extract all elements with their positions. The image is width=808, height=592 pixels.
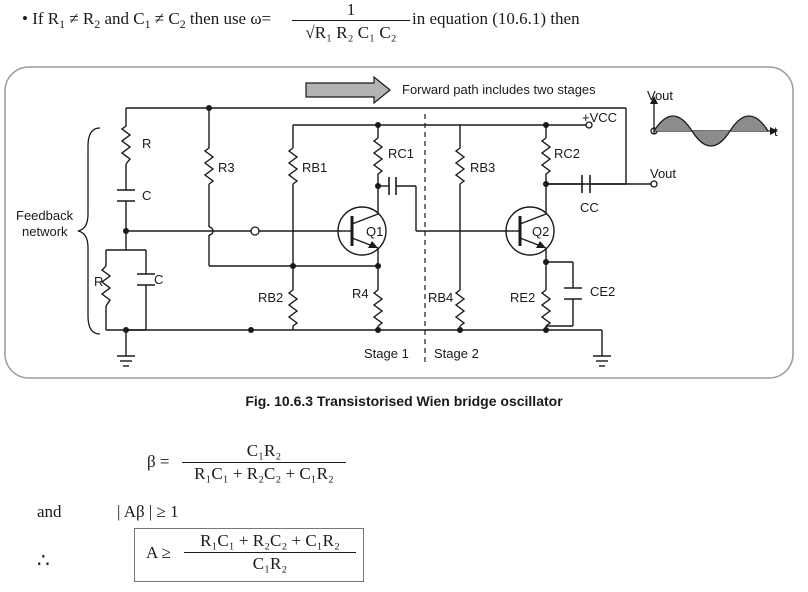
- omega-numerator: 1: [346, 0, 356, 19]
- resistor-r-bottom: [100, 265, 112, 307]
- label-q2: Q2: [532, 224, 549, 239]
- condition-neq1: ≠ R: [65, 9, 95, 28]
- capacitor-ce2: [564, 287, 582, 300]
- beta-symbol: β =: [147, 452, 170, 471]
- omega-fraction: 1 √R₁ R₂ C₁ C₂: [292, 0, 410, 44]
- omega-denominator: R₁ R₂ C₁ C₂: [314, 23, 397, 42]
- label-rb3: RB3: [470, 160, 495, 175]
- label-rb2: RB2: [258, 290, 283, 305]
- resistor-rb2: [287, 289, 299, 327]
- vcc-label: +VCC: [582, 110, 617, 125]
- ground-symbols: [117, 355, 611, 367]
- capacitor-c-top: [117, 189, 135, 202]
- resistor-r-top: [120, 125, 132, 165]
- capacitor-c-coupling-1: [388, 177, 397, 195]
- sub-c1: 1: [144, 17, 151, 32]
- vout-mid-label: Vout: [650, 166, 676, 181]
- junction-dots: [123, 105, 549, 333]
- gain-numerator: R₁C₁ + R₂C₂ + C₁R₂: [200, 531, 340, 550]
- loop-gain-condition: | Aβ | ≥ 1: [117, 502, 179, 521]
- gain-symbol: A ≥: [146, 543, 171, 562]
- transistor-q2: [505, 206, 555, 256]
- resistor-rb3: [454, 147, 466, 185]
- condition-tail: in equation (10.6.1) then: [412, 9, 580, 28]
- label-cc: CC: [580, 200, 599, 215]
- bullet: •: [22, 9, 28, 28]
- sqrt-symbol: √: [305, 23, 315, 42]
- capacitors: [117, 175, 591, 300]
- feedback-label-2: network: [22, 224, 68, 239]
- label-rc1: RC1: [388, 146, 414, 161]
- condition-prefix: If R: [32, 9, 60, 28]
- sub-r2: 2: [94, 17, 101, 32]
- resistor-r3: [203, 147, 215, 185]
- capacitor-c-bottom: [137, 273, 155, 286]
- beta-numerator: C₁R₂: [246, 441, 282, 460]
- label-r3: R3: [218, 160, 235, 175]
- stage2-label: Stage 2: [434, 346, 479, 361]
- label-r-bottom: R: [94, 274, 103, 289]
- label-q1: Q1: [366, 224, 383, 239]
- sub-c2: 2: [179, 17, 186, 32]
- and-word: and: [37, 502, 62, 521]
- beta-denominator: R₁C₁ + R₂C₂ + C₁R₂: [182, 462, 346, 485]
- resistor-rc1: [372, 137, 384, 175]
- stage1-label: Stage 1: [364, 346, 409, 361]
- resistor-rc2: [540, 137, 552, 175]
- output-waveform: [650, 96, 778, 147]
- resistor-re2: [540, 289, 552, 327]
- condition-and: and C: [100, 9, 145, 28]
- panel-border: [4, 66, 794, 379]
- label-c-top: C: [142, 188, 151, 203]
- label-rb4: RB4: [428, 290, 453, 305]
- condition-mid: then use ω=: [185, 9, 272, 28]
- resistor-rb4: [454, 289, 466, 327]
- resistors: [100, 125, 552, 327]
- gain-denominator: C₁R₂: [184, 552, 356, 575]
- therefore-symbol: ∴: [37, 550, 50, 572]
- beta-fraction: C₁R₂ R₁C₁ + R₂C₂ + C₁R₂: [182, 440, 346, 485]
- terminals: [250, 121, 658, 236]
- t-axis-label: t: [774, 124, 778, 139]
- label-r4: R4: [352, 286, 369, 301]
- circuit-diagram: Forward path includes two stages Feedbac…: [4, 66, 794, 379]
- forward-path-label: Forward path includes two stages: [402, 82, 596, 97]
- condition-neq2: ≠ C: [150, 9, 180, 28]
- label-c-bottom: C: [154, 272, 163, 287]
- gain-fraction: R₁C₁ + R₂C₂ + C₁R₂ C₁R₂: [184, 530, 356, 575]
- label-re2: RE2: [510, 290, 535, 305]
- gain-result-box: [134, 528, 364, 582]
- label-rb1: RB1: [302, 160, 327, 175]
- label-rc2: RC2: [554, 146, 580, 161]
- feedback-brace: [77, 127, 101, 335]
- figure-caption: Fig. 10.6.3 Transistorised Wien bridge o…: [245, 393, 563, 409]
- condition-text: • If R1 ≠ R2 and C1 ≠ C2 then use ω=: [22, 9, 272, 32]
- forward-arrow: [305, 75, 391, 105]
- capacitor-cc: [581, 175, 591, 193]
- feedback-label-1: Feedback: [16, 208, 74, 223]
- vout-top-label: Vout: [647, 88, 673, 103]
- label-r-top: R: [142, 136, 151, 151]
- transistor-q1: [337, 206, 387, 256]
- label-ce2: CE2: [590, 284, 615, 299]
- resistor-r4: [372, 289, 384, 327]
- sub-r1: 1: [59, 17, 66, 32]
- resistor-rb1: [287, 147, 299, 185]
